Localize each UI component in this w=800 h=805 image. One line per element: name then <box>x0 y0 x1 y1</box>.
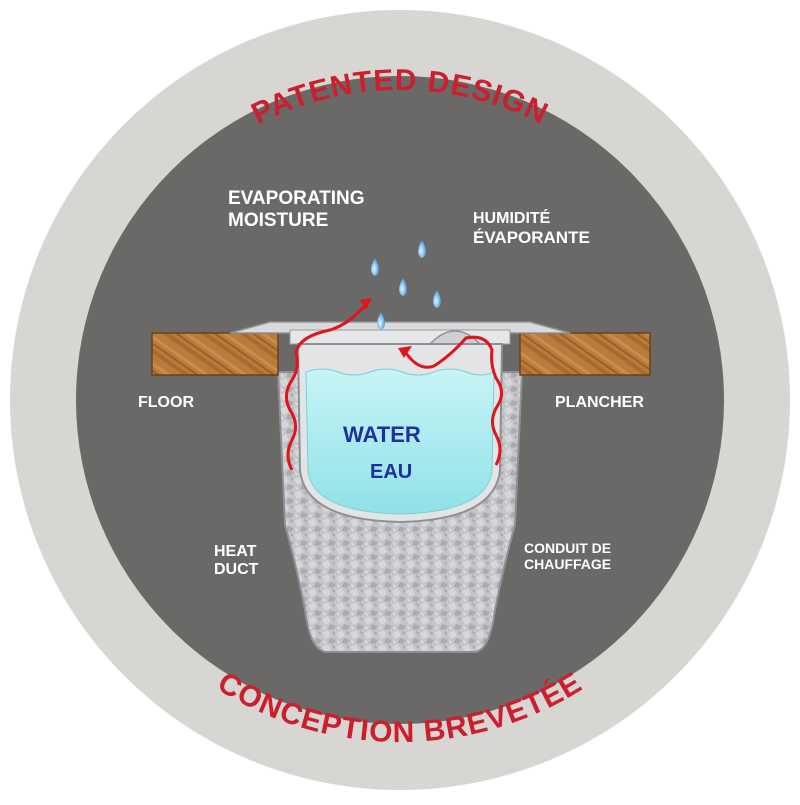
humidite-line2: ÉVAPORANTE <box>473 228 590 248</box>
evaporating-label: EVAPORATING MOISTURE <box>228 188 365 232</box>
droplet <box>377 312 385 330</box>
floor-right <box>519 332 651 376</box>
droplet <box>371 258 379 276</box>
heat-line1: HEAT <box>214 543 257 560</box>
heat-arrowhead-right <box>398 346 412 358</box>
droplet <box>399 278 407 296</box>
eau-label: EAU <box>370 461 413 483</box>
evaporating-line2: MOISTURE <box>228 209 329 231</box>
heat-arrow-left <box>285 301 370 471</box>
droplet <box>433 290 441 308</box>
register-dome <box>429 330 481 345</box>
humidite-label: HUMIDITÉ ÉVAPORANTE <box>473 210 590 248</box>
heat-duct-label: HEAT DUCT <box>214 543 258 580</box>
floor-label: FLOOR <box>138 394 194 411</box>
water-label: WATER <box>343 422 421 447</box>
conduit-line2: CHAUFFAGE <box>524 556 612 573</box>
evaporating-line1: EVAPORATING <box>228 188 365 209</box>
droplets <box>371 240 441 330</box>
conduit-line1: CONDUIT DE <box>524 540 612 556</box>
plancher-label: PLANCHER <box>555 394 644 411</box>
heat-line2: DUCT <box>214 561 259 579</box>
droplet <box>418 240 426 258</box>
heat-arrowhead-left <box>360 298 372 310</box>
conduit-label: CONDUIT DE CHAUFFAGE <box>524 540 611 572</box>
floor-left <box>151 332 279 376</box>
water-body <box>305 368 495 515</box>
heat-arrow-right <box>402 335 503 466</box>
humidite-line1: HUMIDITÉ <box>473 210 551 227</box>
